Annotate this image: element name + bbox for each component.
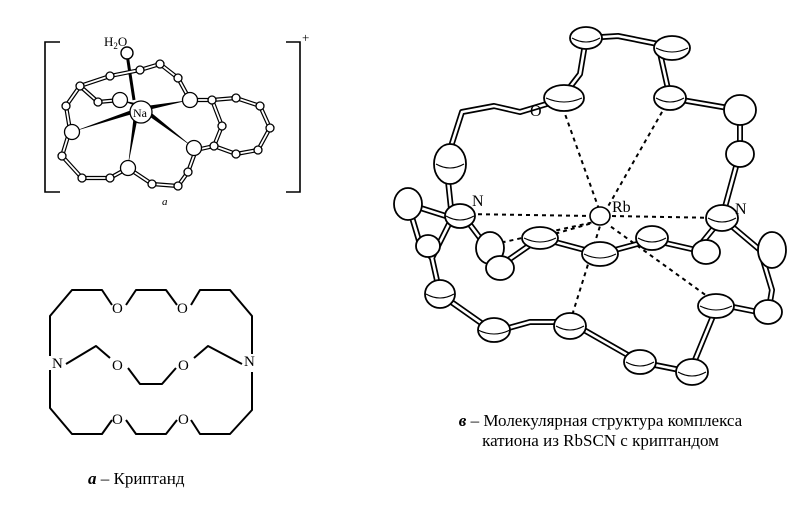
cryptand-o-label: O bbox=[112, 412, 123, 428]
cryptand-labels: N N O O O O O O bbox=[52, 301, 255, 428]
caption-b-line1: – Молекулярная структура комплекса bbox=[466, 411, 743, 430]
complex-o-label: O bbox=[530, 103, 542, 120]
cryptand-o-label: O bbox=[112, 358, 123, 374]
cryptand-n-right: N bbox=[244, 354, 255, 370]
charge-label: + bbox=[302, 30, 309, 45]
sodium-label: Na bbox=[133, 106, 148, 120]
complex-rb-label: Rb bbox=[612, 199, 631, 216]
caption-b-line2: катиона из RbSCN с криптандом bbox=[482, 431, 719, 450]
left-bracket bbox=[44, 41, 60, 193]
cryptand-o-label: O bbox=[178, 358, 189, 374]
sodium-atom bbox=[129, 100, 153, 124]
caption-a-letter: а bbox=[88, 469, 97, 488]
rubidium-atom bbox=[589, 206, 611, 226]
complex-n-right: N bbox=[735, 201, 747, 218]
cryptand-o-label: O bbox=[177, 301, 188, 317]
caption-cryptand: а – Криптанд bbox=[88, 469, 184, 489]
cryptand-o-label: O bbox=[178, 412, 189, 428]
cryptand-o-label: O bbox=[112, 301, 123, 317]
sodium-complex-panel: + H2O bbox=[44, 30, 309, 208]
complex-n-left: N bbox=[472, 193, 484, 210]
water-oxygen-atom bbox=[120, 46, 134, 60]
rubidium-complex-panel: O Rb N N bbox=[393, 26, 787, 386]
panel-sublabel: a bbox=[162, 196, 168, 208]
caption-complex: в – Молекулярная структура комплекса кат… bbox=[418, 411, 783, 451]
cryptand-n-left: N bbox=[52, 356, 63, 372]
cryptand-structure bbox=[49, 289, 253, 435]
water-label: H2O bbox=[104, 34, 127, 51]
caption-b-letter: в bbox=[458, 411, 467, 430]
right-bracket bbox=[286, 41, 301, 193]
caption-a-text: – Криптанд bbox=[96, 469, 185, 488]
